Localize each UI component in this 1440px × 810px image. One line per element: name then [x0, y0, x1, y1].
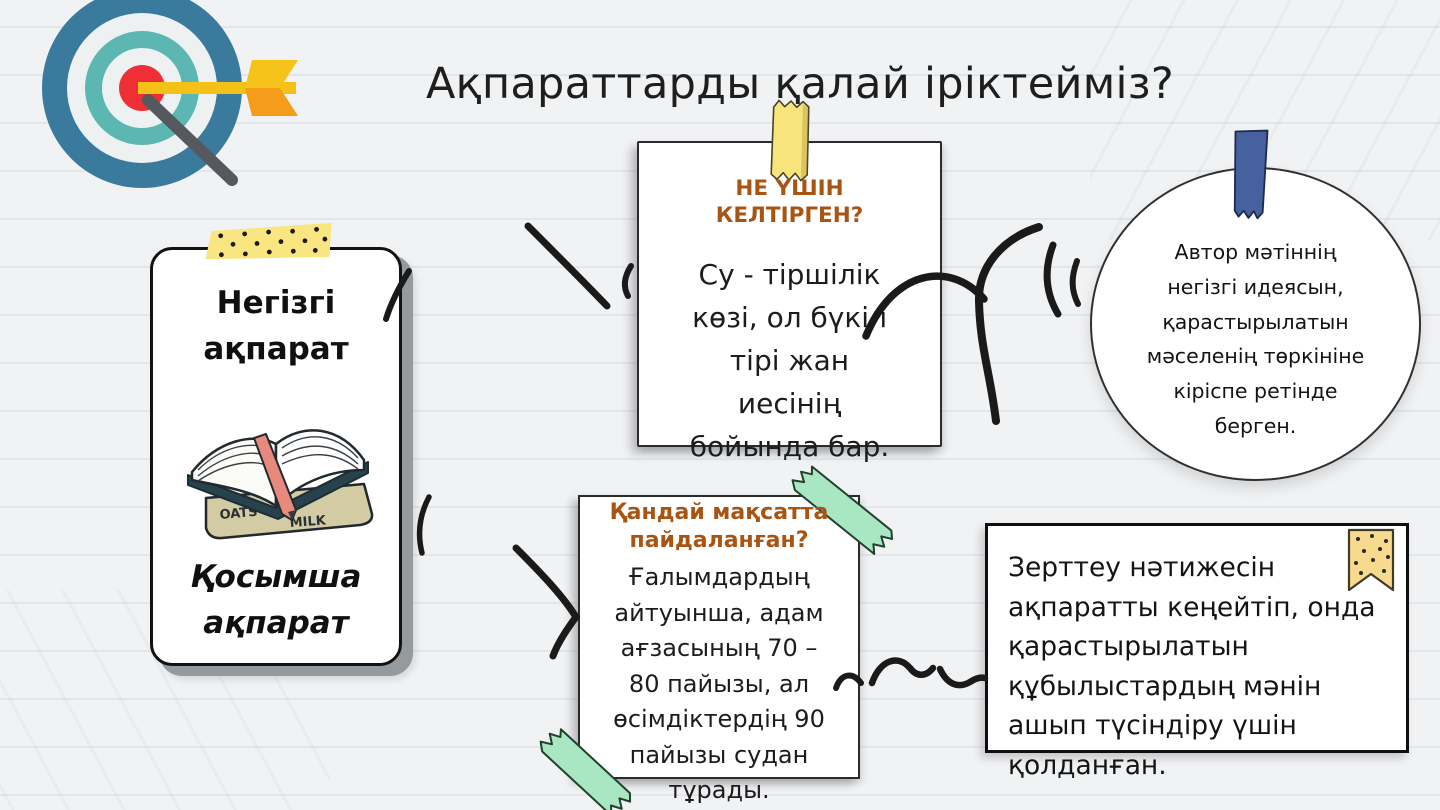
why-cited-body: Су - тіршілік көзі, ол бүкіл тірі жан ие…	[689, 258, 890, 463]
author-idea-circle: Автор мәтіннің негізгі идеясын, қарастыр…	[1090, 167, 1421, 481]
purpose-body: Ғалымдардың айтуынша, адам ағзасының 70 …	[613, 563, 825, 804]
author-idea-body: Автор мәтіннің негізгі идеясын, қарастыр…	[1146, 240, 1365, 438]
purpose-heading: Қандай мақсатта пайдаланған?	[609, 500, 829, 553]
primary-info-label: Негізгі ақпарат	[203, 285, 349, 367]
dart-shaft	[142, 94, 238, 186]
arrow-shaft	[138, 82, 296, 94]
research-result-card: Зерттеу нәтижесін ақпаратты кеңейтіп, он…	[985, 523, 1409, 781]
target-icon	[40, 0, 310, 192]
info-types-card: Негізгі ақпарат OATS MILK Қосымша ақпара…	[150, 247, 402, 666]
slide-title: Ақпараттарды қалай іріктейміз?	[425, 59, 1175, 109]
arrow-fletching-bottom	[245, 88, 298, 116]
arrow-fletching-top	[245, 60, 298, 88]
purpose-card: Қандай мақсатта пайдаланған? Ғалымдардың…	[578, 495, 860, 804]
why-cited-card: НЕ ҮШІН КЕЛТІРГЕН? Су - тіршілік көзі, о…	[637, 141, 942, 463]
research-result-body: Зерттеу нәтижесін ақпаратты кеңейтіп, он…	[1008, 552, 1376, 781]
secondary-info-label: Қосымша ақпарат	[190, 559, 362, 641]
open-book-icon: OATS MILK	[187, 429, 374, 540]
why-cited-heading: НЕ ҮШІН КЕЛТІРГЕН?	[715, 176, 864, 228]
book-label-left: OATS	[219, 505, 258, 523]
book-label-right: MILK	[289, 513, 327, 531]
